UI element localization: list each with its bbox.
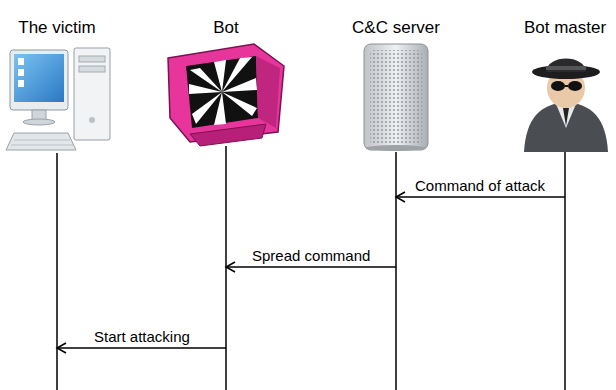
message-label: Spread command (249, 247, 373, 264)
bot-column: Bot (171, 18, 281, 146)
victim-column: The victim (2, 18, 112, 153)
botmaster-column: Bot master (517, 18, 613, 152)
lifeline (57, 146, 565, 390)
spy-figure (524, 59, 608, 153)
desktop-computer (6, 48, 110, 150)
bot-monitor (168, 44, 284, 146)
server-tower (364, 44, 428, 151)
participant-label: The victim (2, 18, 112, 38)
message-label: Start attacking (91, 328, 193, 345)
message-label: Command of attack (412, 177, 548, 194)
participant-label: Bot (171, 18, 281, 38)
server-column: C&C server (341, 18, 451, 152)
participant-label: C&C server (341, 18, 451, 38)
participant-label: Bot master (517, 18, 613, 38)
